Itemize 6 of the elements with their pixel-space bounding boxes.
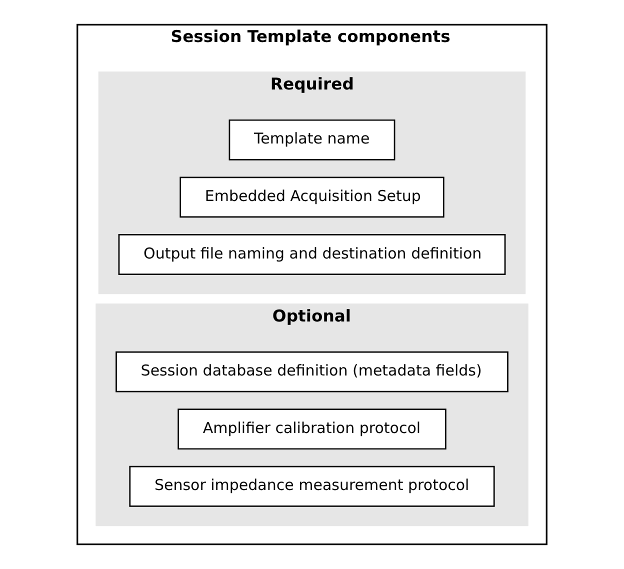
node-box: Output file naming and destination definition — [118, 234, 506, 275]
node-box: Session database definition (metadata fields) — [116, 351, 508, 392]
node-box: Embedded Acquisition Setup — [180, 176, 444, 218]
node-box: Template name — [228, 119, 396, 160]
node-box: Sensor impedance measurement protocol — [129, 466, 495, 507]
node-box: Amplifier calibration protocol — [178, 408, 446, 450]
